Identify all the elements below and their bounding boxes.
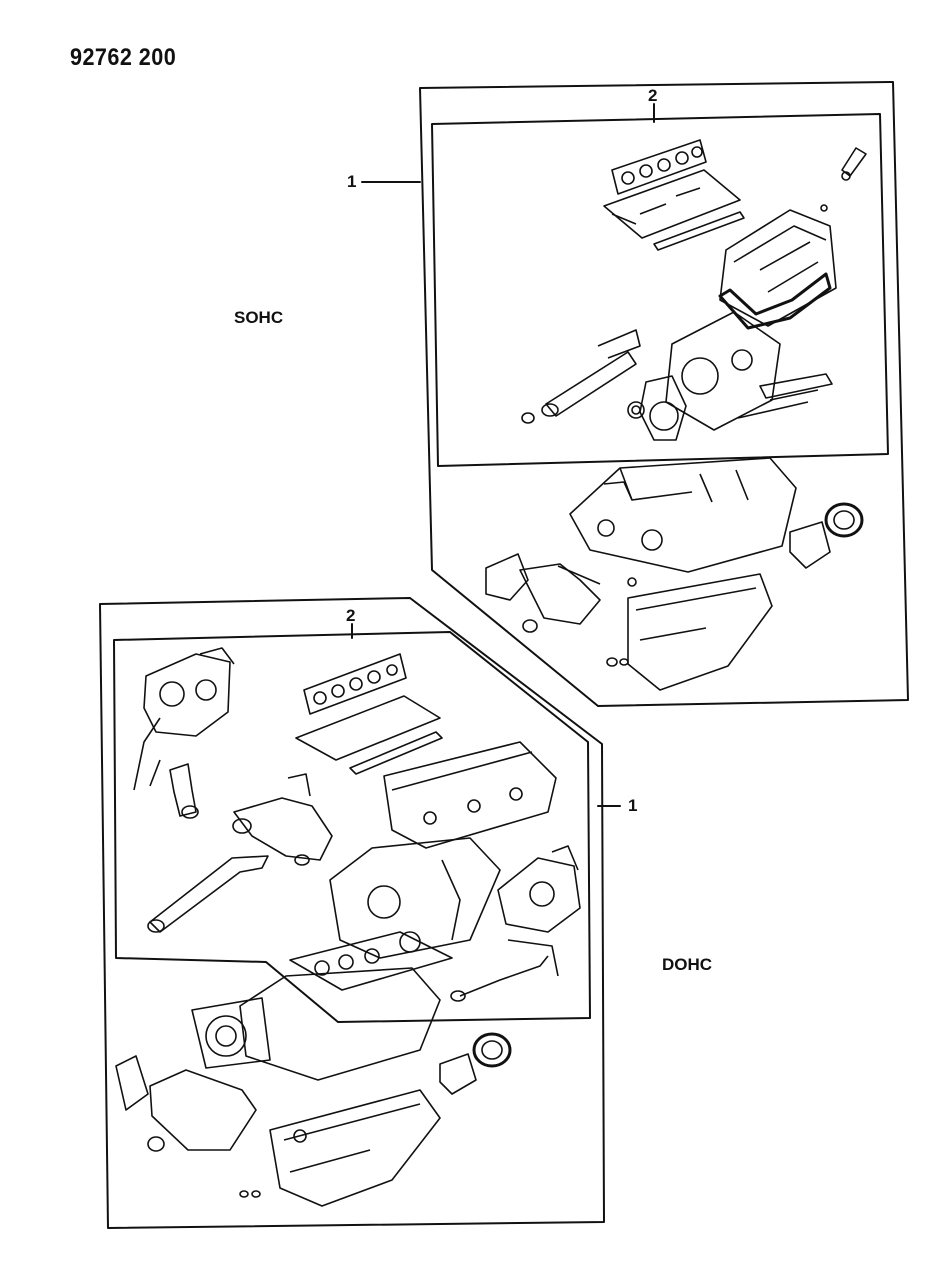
sohc-subkit-frame [432,114,888,466]
sohc-parts-illustration [486,140,866,690]
dohc-callout-2: 2 [346,606,356,625]
dohc-parts-illustration [116,648,580,1206]
dohc-kit-frame [100,598,604,1228]
dohc-engine-label: DOHC [662,955,713,974]
sohc-callout-2: 2 [648,86,658,105]
diagram-code: 92762 200 [70,44,177,71]
dohc-callout-1: 1 [628,796,638,815]
dohc-subkit-frame [114,632,590,1022]
sohc-callout-1: 1 [347,172,357,191]
sohc-engine-label: SOHC [234,308,284,327]
sohc-kit-frame [420,82,908,706]
